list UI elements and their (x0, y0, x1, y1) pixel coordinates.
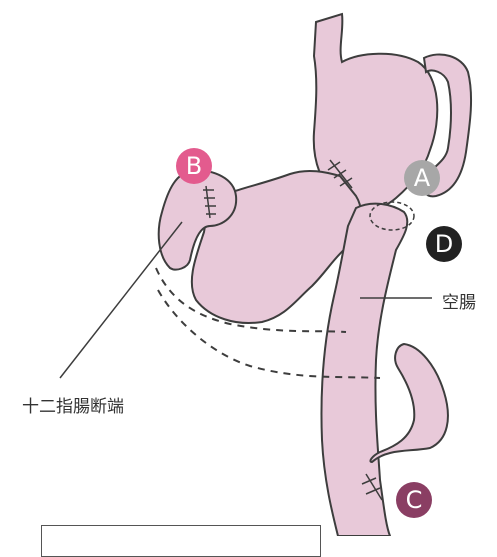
marker-d: D (426, 226, 462, 262)
marker-c: C (396, 482, 432, 518)
marker-a: A (404, 160, 440, 196)
surgical-diagram: A B C D 空腸 十二指腸断端 (0, 0, 497, 536)
stump-leader (60, 222, 182, 378)
jejunum-label: 空腸 (442, 288, 476, 313)
marker-c-label: C (406, 486, 423, 514)
marker-b-label: B (186, 152, 202, 180)
marker-d-label: D (435, 230, 453, 258)
marker-b: B (176, 148, 212, 184)
caption-box (41, 525, 321, 557)
efferent-loop (370, 344, 447, 462)
marker-a-label: A (414, 164, 430, 192)
anatomy-illustration (0, 0, 497, 536)
duodenal-stump-label: 十二指腸断端 (22, 392, 124, 417)
